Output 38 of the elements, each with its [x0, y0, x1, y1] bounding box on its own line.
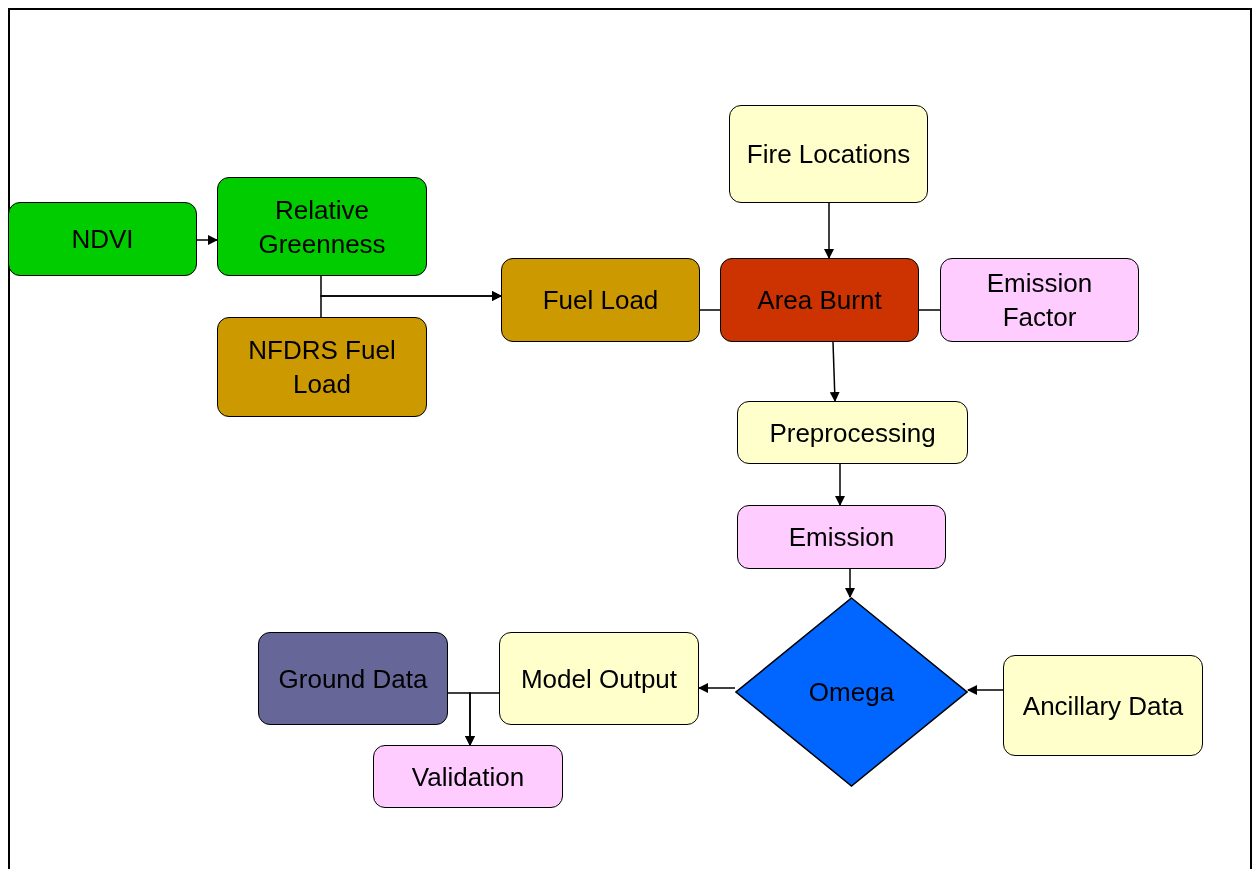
connector-line	[918, 309, 941, 311]
arrow	[447, 692, 475, 746]
node-label: Relative Greenness	[257, 193, 387, 261]
node-label: Validation	[411, 760, 525, 794]
process-box	[258, 632, 448, 725]
node-label: Model Output	[520, 662, 678, 696]
process-box	[737, 505, 946, 569]
process-box	[940, 258, 1139, 342]
arrow	[196, 235, 218, 245]
process-box	[501, 258, 700, 342]
node-label: Ground Data	[278, 662, 428, 696]
connector-line	[699, 309, 721, 311]
node-label: Area Burnt	[757, 284, 882, 317]
node-label: Omega	[808, 676, 895, 709]
arrow	[845, 568, 855, 598]
node-label: Ancillary Data	[1022, 689, 1184, 723]
process-box	[737, 401, 968, 464]
arrow	[835, 463, 845, 506]
node-label: NFDRS Fuel Load	[247, 334, 397, 401]
node-label: Fuel Load	[542, 284, 659, 317]
process-box	[729, 105, 928, 203]
node-label: Preprocessing	[769, 416, 936, 450]
arrow	[320, 291, 502, 318]
node-label: NDVI	[71, 223, 134, 256]
node-label: Fire Locations	[746, 138, 911, 171]
arrow	[829, 341, 840, 402]
process-box	[499, 632, 699, 725]
arrow	[698, 683, 736, 693]
process-box	[217, 177, 427, 276]
process-box	[1003, 655, 1203, 756]
arrow	[824, 202, 834, 259]
node-label: Emission	[788, 521, 895, 554]
arrow	[967, 685, 1004, 695]
process-box	[373, 745, 563, 808]
process-box	[8, 202, 197, 276]
node-label: Emission Factor	[985, 267, 1094, 334]
process-box	[720, 258, 919, 342]
process-box	[217, 317, 427, 417]
